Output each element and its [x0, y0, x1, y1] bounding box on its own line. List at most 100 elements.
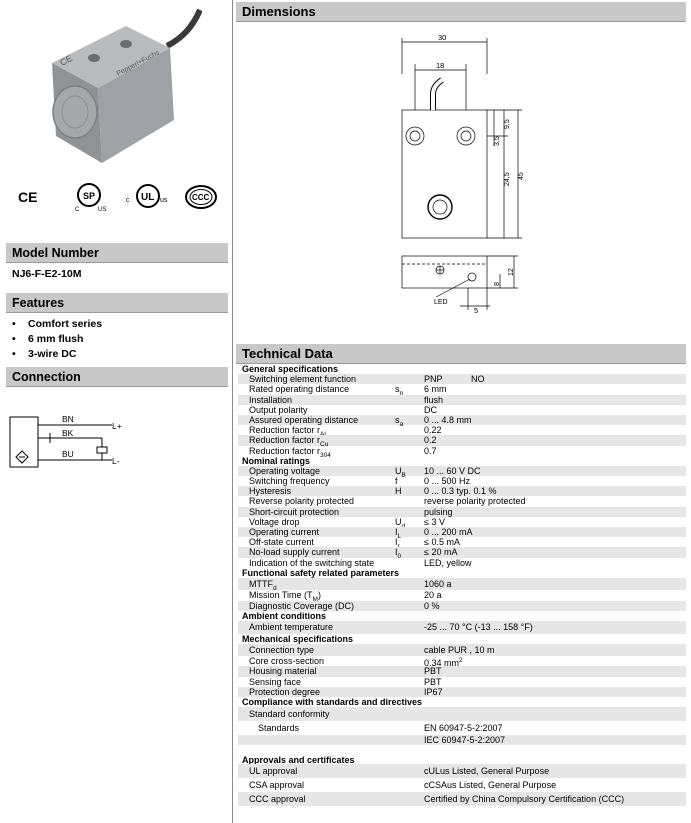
spec-value: PBT [424, 666, 442, 677]
feature-item: 6 mm flush [12, 332, 102, 347]
spec-value: cable PUR , 10 m [424, 644, 495, 655]
technical-data-header: Technical Data [236, 344, 686, 364]
spec-param: Short-circuit protection [249, 506, 340, 517]
spec-value: 0.7 [424, 445, 437, 456]
svg-text:UL: UL [141, 192, 154, 203]
svg-text:C: C [75, 207, 80, 212]
spec-param: Core cross-section [249, 656, 325, 667]
spec-value: 0 ... 200 mA [424, 527, 473, 537]
dimensions-header: Dimensions [236, 2, 686, 22]
spec-value: 0 ... 0.3 typ. 0.1 % [424, 486, 497, 497]
spec-row: Indication of the switching state LED, ye… [238, 558, 686, 568]
spec-row: CSA approval cCSAus Listed, General Purpo… [238, 778, 686, 792]
spec-param: UL approval [249, 765, 298, 776]
spec-value: 0 ... 500 Hz [424, 476, 471, 487]
dim-12: 12 [508, 268, 515, 276]
csa-logo: SP C US [75, 183, 106, 212]
spec-value: flush [424, 394, 444, 405]
spec-symbol: sn [395, 384, 403, 397]
dim-18: 18 [436, 61, 444, 70]
spec-param: Off-state current [249, 537, 314, 548]
features-header: Features [6, 293, 228, 313]
spec-value: ≤ 3 V [424, 516, 445, 527]
features-list: Comfort series 6 mm flush 3-wire DC [12, 317, 102, 362]
spec-value: LED, yellow [424, 557, 472, 568]
spec-row: IEC 60947-5-2:2007 [238, 735, 686, 746]
spec-value: 6 mm [424, 384, 447, 395]
spec-value: DC [424, 404, 437, 415]
spec-symbol: I0 [395, 547, 402, 561]
spec-param: Diagnostic Coverage (DC) [249, 600, 355, 611]
spec-value: PBT [424, 676, 442, 687]
spec-symbol: IL [395, 527, 402, 540]
spec-value: cCSAus Listed, General Purpose [424, 779, 557, 790]
connection-diagram: BN BK BU L+ L- [9, 414, 122, 468]
spec-value-secondary: NO [471, 374, 485, 385]
dim-30: 30 [438, 34, 446, 42]
spec-value: pulsing [424, 506, 453, 517]
spec-value: PNP [424, 374, 443, 385]
spec-param: CSA approval [249, 779, 305, 790]
dim-45: 45 [518, 172, 525, 180]
spec-symbol: Ir [395, 537, 400, 550]
ce-logo: CE [18, 189, 38, 205]
spec-param: Ambient temperature [249, 622, 334, 632]
spec-param: MTTFd [249, 578, 277, 592]
led-label: LED [434, 299, 448, 306]
spec-row: Rated operating distance sn 6 mm [238, 384, 686, 397]
spec-row: Standard conformity [238, 707, 686, 722]
spec-value: -25 ... 70 °C (-13 ... 158 °F) [424, 622, 533, 632]
spec-group-header: Compliance with standards and directives [242, 696, 423, 707]
svg-text:US: US [98, 207, 106, 212]
svg-text:us: us [160, 197, 168, 204]
spec-symbol: H [395, 486, 402, 497]
spec-row: Connection type cable PUR , 10 m [238, 643, 686, 657]
ul-logo: UL c us [126, 184, 168, 208]
feature-item: Comfort series [12, 317, 102, 332]
spec-value: IEC 60947-5-2:2007 [424, 735, 506, 746]
spec-param: Sensing face [249, 676, 302, 687]
svg-text:CCC: CCC [192, 193, 210, 202]
spec-row: Mission Time (TM)20 a [238, 590, 686, 603]
spec-param: Indication of the switching state [249, 557, 375, 568]
spec-param: CCC approval [249, 793, 306, 804]
spec-symbol: UB [395, 465, 406, 479]
spec-value: 0.2 [424, 435, 437, 446]
dimensions-drawing: 30 18 3,5 9,5 24,5 45 8 12 5 LED [401, 34, 525, 314]
svg-text:SP: SP [83, 191, 95, 201]
spec-group-header: Approvals and certificates [242, 755, 355, 766]
connection-header: Connection [6, 367, 228, 387]
spec-symbol: Ud [395, 516, 405, 530]
spec-row: Off-state currentIr≤ 0.5 mA [238, 537, 686, 550]
spec-group-header: General specifications [242, 364, 339, 374]
spec-row: Ambient temperature -25 ... 70 °C (-13 ..… [238, 621, 686, 634]
spec-param: Connection type [249, 644, 315, 655]
spec-param: Voltage drop [249, 516, 300, 527]
spec-param: Operating voltage [249, 465, 321, 476]
svg-text:c: c [126, 197, 130, 204]
spec-param: Protection degree [249, 686, 321, 697]
spec-row: Voltage drop Ud ≤ 3 V [238, 516, 686, 530]
dim-9-5: 9,5 [504, 119, 511, 129]
spec-group-header: Ambient conditions [242, 610, 326, 621]
spec-value: reverse polarity protected [424, 496, 526, 507]
spec-group-header: Mechanical specifications [242, 633, 354, 644]
spec-value: 0 ... 4.8 mm [424, 414, 472, 425]
spec-row: Sensing face PBT [238, 677, 686, 687]
feature-item: 3-wire DC [12, 347, 102, 362]
spec-param: Rated operating distance [249, 384, 350, 395]
